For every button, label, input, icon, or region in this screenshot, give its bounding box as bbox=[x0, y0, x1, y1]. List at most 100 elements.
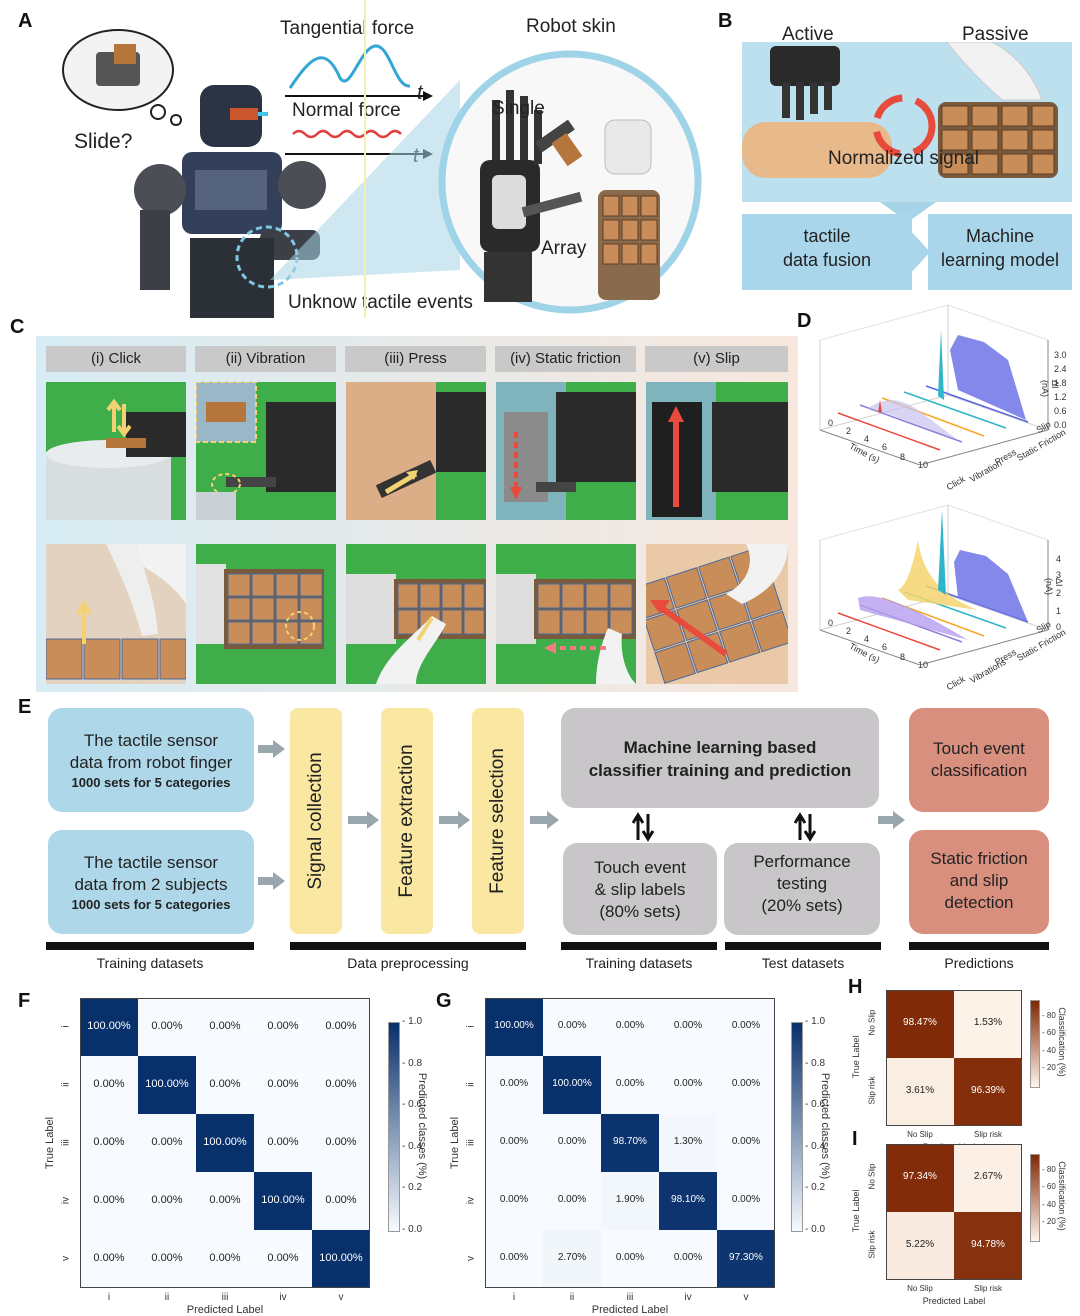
f-cell-label-1-0: 0.00% bbox=[93, 1078, 125, 1090]
f-cell-1-1 bbox=[138, 1056, 196, 1114]
g-cell-0-4 bbox=[717, 998, 775, 1056]
f-ylabel: True Label bbox=[44, 1116, 56, 1170]
g-cell-label-4-3: 0.00% bbox=[673, 1252, 703, 1263]
h-cell-label-0-0: 98.47% bbox=[903, 1017, 937, 1028]
g-cell-2-3 bbox=[659, 1114, 717, 1172]
panel-label-b: B bbox=[718, 10, 733, 32]
d-bot-xt1: 2 bbox=[846, 626, 852, 636]
section-bar-4 bbox=[725, 942, 881, 950]
h-cell-0-1 bbox=[954, 990, 1022, 1058]
tab-slip: (v) Slip bbox=[645, 346, 788, 372]
i-xtick-0: No Slip bbox=[907, 1284, 933, 1293]
section-bar-1 bbox=[46, 942, 254, 950]
g-cell-1-2 bbox=[601, 1056, 659, 1114]
perf-line-3: (20% sets) bbox=[761, 896, 843, 915]
robot-skin-label: Robot skin bbox=[526, 16, 616, 37]
g-cell-label-3-0: 0.00% bbox=[499, 1194, 529, 1205]
d-top-xt5: 10 bbox=[918, 460, 929, 470]
g-cell-0-0 bbox=[485, 998, 543, 1056]
g-cell-label-0-4: 0.00% bbox=[731, 1020, 761, 1031]
f-cell-label-2-1: 0.00% bbox=[151, 1136, 183, 1148]
d-bot-xt3: 6 bbox=[882, 642, 888, 652]
g-cell-1-3 bbox=[659, 1056, 717, 1114]
g-cell-label-3-3: 98.10% bbox=[671, 1194, 705, 1205]
flow-down-arrow-icon bbox=[880, 202, 936, 222]
g-cell-4-2 bbox=[601, 1230, 659, 1288]
f-cell-label-0-3: 0.00% bbox=[267, 1020, 299, 1032]
f-ytick-0: i bbox=[60, 1025, 72, 1028]
f-cell-label-3-2: 0.00% bbox=[209, 1194, 241, 1206]
ml-classifier-box: Machine learning based classifier traini… bbox=[561, 708, 879, 808]
slip-detection-box: Static friction and slip detection bbox=[909, 830, 1049, 934]
panel-b: Active Passive Normalized signal tactile… bbox=[742, 24, 1072, 290]
g-cell-label-4-2: 0.00% bbox=[615, 1252, 645, 1263]
f-cbtick-3: - 0.4 bbox=[402, 1140, 423, 1152]
subjects-dataset-box: The tactile sensor data from 2 subjects … bbox=[48, 830, 254, 934]
f-cbtick-1: - 0.8 bbox=[402, 1057, 423, 1069]
g-cell-4-3 bbox=[659, 1230, 717, 1288]
static-line-3: detection bbox=[944, 893, 1014, 912]
d-bot-xt2: 4 bbox=[864, 634, 870, 644]
d-top-xt1: 2 bbox=[846, 426, 852, 436]
g-cell-0-3 bbox=[659, 998, 717, 1056]
f-cell-label-4-0: 0.00% bbox=[93, 1252, 125, 1264]
tangential-force-curve bbox=[285, 44, 433, 101]
f-cell-label-4-2: 0.00% bbox=[209, 1252, 241, 1264]
photo-static-friction-robot bbox=[496, 382, 636, 520]
f-cell-2-4 bbox=[312, 1114, 370, 1172]
g-cell-1-0 bbox=[485, 1056, 543, 1114]
robot-skin-zoom bbox=[270, 50, 702, 314]
f-cbtick-0: - 1.0 bbox=[402, 1016, 423, 1027]
arrow-head-5 bbox=[547, 811, 559, 829]
touch-classification-box: Touch event classification bbox=[909, 708, 1049, 812]
g-cell-label-4-4: 97.30% bbox=[729, 1252, 763, 1263]
g-cell-2-1 bbox=[543, 1114, 601, 1172]
static-line-2: and slip bbox=[949, 871, 1009, 890]
d-top-zt4: 0.6 bbox=[1054, 406, 1067, 416]
g-cell-2-4 bbox=[717, 1114, 775, 1172]
section-label-predictions: Predictions bbox=[944, 955, 1014, 971]
i-colorbar-label: Classification (%) bbox=[1057, 1161, 1067, 1231]
h-cell-label-1-0: 3.61% bbox=[905, 1085, 935, 1096]
h-ylabel: True Label bbox=[851, 1035, 861, 1079]
f-cell-label-4-4: 100.00% bbox=[319, 1252, 363, 1264]
d-top-xt0: 0 bbox=[828, 418, 834, 428]
f-cell-3-2 bbox=[196, 1172, 254, 1230]
g-ytick-1: ii bbox=[465, 1082, 477, 1087]
f-cell-3-4 bbox=[312, 1172, 370, 1230]
photo-click-robot bbox=[46, 382, 186, 520]
h-ytick-1: Slip risk bbox=[867, 1076, 877, 1105]
section-label-training-2: Training datasets bbox=[585, 955, 693, 971]
g-cell-4-0 bbox=[485, 1230, 543, 1288]
time-axis-label: t bbox=[417, 82, 423, 104]
slide-question: Slide? bbox=[74, 130, 133, 153]
subjects-box-line-2: data from 2 subjects bbox=[74, 875, 228, 894]
g-cell-label-2-4: 0.00% bbox=[731, 1136, 761, 1147]
ml-line-1: Machine bbox=[965, 226, 1035, 246]
i-cell-1-1 bbox=[954, 1212, 1022, 1280]
ml-classifier-line-2: classifier training and prediction bbox=[588, 761, 852, 780]
i-ytick-0: No Slip bbox=[867, 1163, 877, 1190]
arrow-head-2 bbox=[273, 872, 285, 890]
g-cbtick-0: - 1.0 bbox=[805, 1016, 826, 1027]
machine-learning-box: Machine learning model bbox=[928, 214, 1072, 290]
photo-press-robot bbox=[346, 382, 486, 520]
robot-box-line-1: The tactile sensor bbox=[83, 731, 219, 750]
f-cell-4-2 bbox=[196, 1230, 254, 1288]
g-cell-label-2-1: 0.00% bbox=[557, 1136, 587, 1147]
h-colorbar-label: Classification (%) bbox=[1057, 1007, 1067, 1077]
tangential-force-label: Tangential force bbox=[280, 18, 415, 39]
photo-slip-robot bbox=[646, 382, 788, 520]
ml-line-2: learning model bbox=[940, 250, 1060, 270]
labels-line-3: (80% sets) bbox=[599, 902, 681, 921]
f-cell-1-4 bbox=[312, 1056, 370, 1114]
i-cell-0-1 bbox=[954, 1144, 1022, 1212]
robot-finger-dataset-box: The tactile sensor data from robot finge… bbox=[48, 708, 254, 812]
f-cell-4-4 bbox=[312, 1230, 370, 1288]
bidirectional-arrow-icon bbox=[631, 812, 655, 842]
section-label-preprocessing: Data preprocessing bbox=[347, 955, 469, 971]
f-cell-label-2-3: 0.00% bbox=[267, 1136, 299, 1148]
f-cell-label-3-1: 0.00% bbox=[151, 1194, 183, 1206]
performance-testing-box: Performance testing (20% sets) bbox=[724, 843, 880, 935]
g-ylabel: True Label bbox=[449, 1116, 461, 1170]
